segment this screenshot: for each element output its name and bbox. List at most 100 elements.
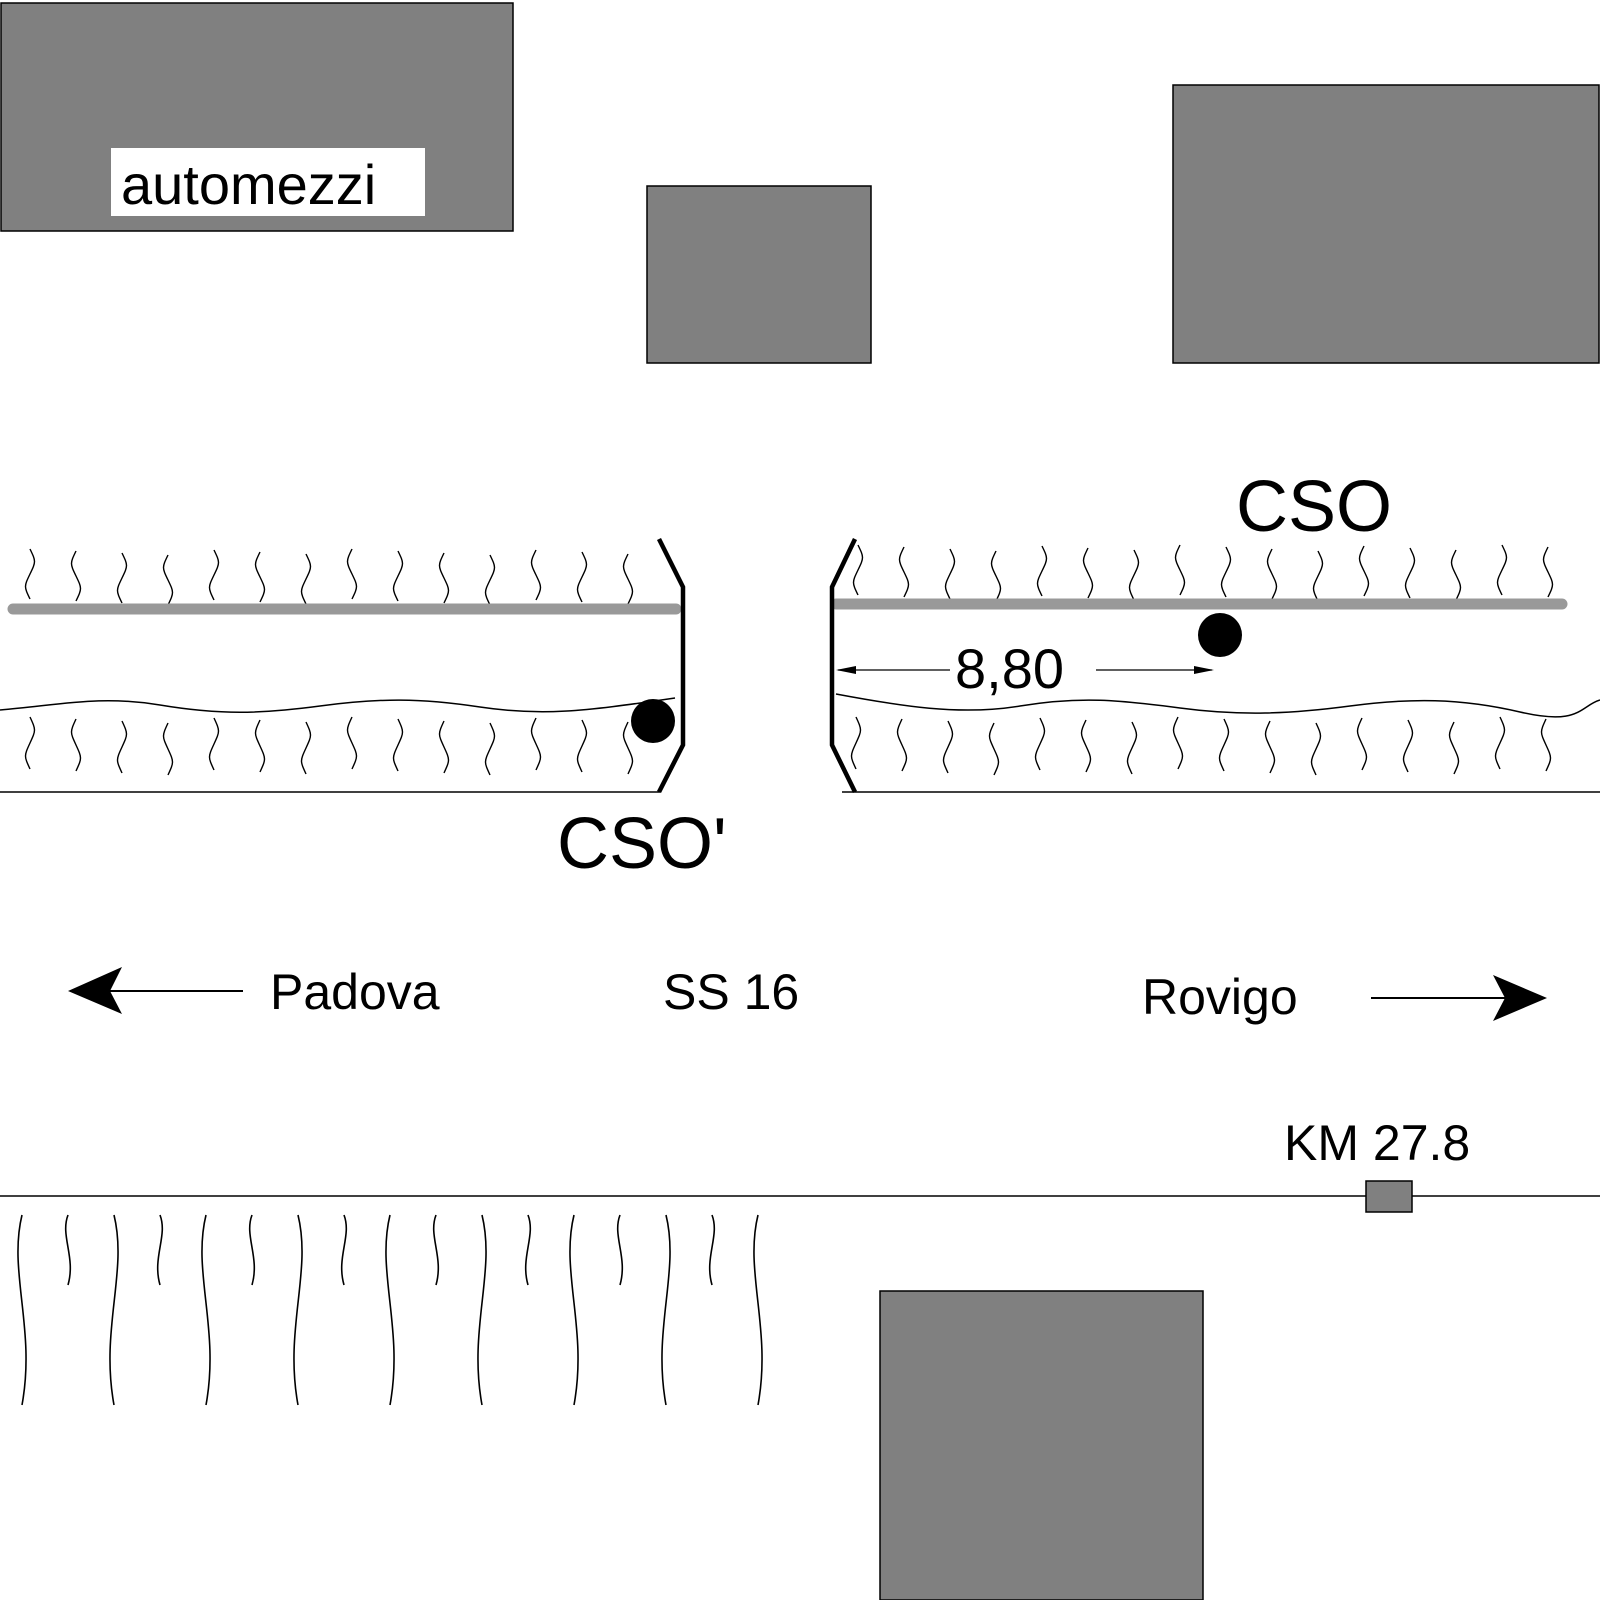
grass-blade: [156, 1214, 164, 1286]
grass-tuft: [1404, 547, 1416, 599]
grass-tuft: [896, 718, 908, 772]
label-cso-prime: CSO': [557, 804, 727, 884]
grass-blade: [201, 1214, 211, 1406]
grass-tuft: [484, 554, 496, 606]
wavy-edge-right: [835, 693, 1600, 718]
grass-tuft: [1448, 721, 1460, 775]
grass-blade: [753, 1214, 763, 1406]
dimension-arrow-left: [836, 666, 856, 674]
grass-tuft: [24, 548, 36, 600]
grass-tuft: [346, 548, 358, 600]
grass-tuft: [438, 720, 450, 774]
grass-tuft: [254, 719, 266, 773]
grass-tuft: [1036, 545, 1048, 597]
grass-tuft: [438, 552, 450, 604]
grass-tuft: [208, 717, 220, 771]
grass-tuft: [1496, 544, 1508, 596]
grass-tuft: [1310, 722, 1322, 776]
grass-tuft: [1266, 548, 1278, 600]
wavy-edge-left: [0, 697, 676, 713]
grass-strip-lower-left: [24, 716, 634, 776]
grass-tuft: [1172, 716, 1184, 770]
grass-tuft: [944, 548, 956, 600]
grass-tuft: [1034, 717, 1046, 771]
grass-tuft: [898, 546, 910, 598]
grass-tuft: [346, 716, 358, 770]
grass-strip-top-left: [24, 548, 634, 606]
grass-blade: [708, 1214, 716, 1286]
grass-blade: [432, 1214, 440, 1286]
grass-blade: [524, 1214, 532, 1286]
grass-tuft: [1126, 721, 1138, 775]
point-cso: [1198, 613, 1242, 657]
grass-blade: [477, 1214, 487, 1406]
grass-tuft: [1082, 547, 1094, 599]
grass-tuft: [1128, 549, 1140, 601]
building-automezzi-label-bg: [111, 148, 425, 216]
label-distance: 8,80: [955, 637, 1064, 700]
point-cso-prime: [631, 699, 675, 743]
grass-tuft: [116, 720, 128, 774]
grass-tuft: [1450, 549, 1462, 601]
grass-tuft: [622, 721, 634, 775]
grass-tuft: [850, 716, 862, 770]
grass-tuft: [576, 551, 588, 603]
label-cso: CSO: [1236, 467, 1392, 547]
grass-tuft: [392, 550, 404, 602]
grass-tuft: [1542, 546, 1554, 598]
grass-tuft: [530, 717, 542, 771]
grass-tuft: [1218, 718, 1230, 772]
grass-tuft: [162, 722, 174, 776]
grass-tuft: [484, 722, 496, 776]
grass-tuft: [70, 550, 82, 602]
grass-tuft: [576, 719, 588, 773]
grass-blade: [340, 1214, 348, 1286]
km-marker-post: [1365, 1180, 1413, 1213]
grass-blade: [616, 1214, 624, 1286]
grass-tuft: [208, 549, 220, 601]
building-right-top: [1172, 84, 1600, 364]
grass-tuft: [942, 720, 954, 774]
grass-strip-lower-right: [850, 716, 1552, 776]
label-rovigo: Rovigo: [1142, 969, 1298, 1025]
grass-blade: [661, 1214, 671, 1406]
grass-tuft: [254, 551, 266, 603]
grass-blade: [64, 1214, 72, 1286]
grass-tuft: [1356, 717, 1368, 771]
grass-tuft: [852, 544, 864, 596]
grass-blade: [248, 1214, 256, 1286]
grass-tuft: [300, 553, 312, 605]
grass-tuft: [990, 550, 1002, 602]
grass-tuft: [116, 552, 128, 604]
label-road: SS 16: [663, 964, 799, 1020]
grass-blade: [569, 1214, 579, 1406]
grass-tuft: [1264, 720, 1276, 774]
grass-tuft: [24, 716, 36, 770]
grass-tuft: [1402, 719, 1414, 773]
gate-bracket-left: [656, 537, 686, 794]
grass-tuft: [1080, 719, 1092, 773]
grass-tuft: [530, 549, 542, 601]
label-km-marker: KM 27.8: [1284, 1115, 1470, 1171]
grass-tuft: [1220, 546, 1232, 598]
gate-bracket-right: [829, 538, 858, 793]
grass-tuft: [622, 553, 634, 605]
grass-tuft: [988, 722, 1000, 776]
dimension-arrow-right: [1194, 666, 1214, 674]
building-automezzi-label: automezzi: [121, 153, 376, 216]
grass-tuft: [1494, 716, 1506, 770]
grass-tuft: [1312, 550, 1324, 602]
grass-blade: [293, 1214, 303, 1406]
grass-tuft: [1174, 544, 1186, 596]
arrow-east-head: [1493, 975, 1547, 1021]
grass-tuft: [392, 718, 404, 772]
grass-tuft: [70, 718, 82, 772]
grass-blade: [385, 1214, 395, 1406]
building-bottom: [879, 1290, 1204, 1600]
grass-tuft: [1540, 718, 1552, 772]
label-padova: Padova: [270, 964, 440, 1020]
grass-blade: [17, 1214, 27, 1406]
grass-blade: [109, 1214, 119, 1406]
arrow-west-head: [68, 967, 122, 1014]
